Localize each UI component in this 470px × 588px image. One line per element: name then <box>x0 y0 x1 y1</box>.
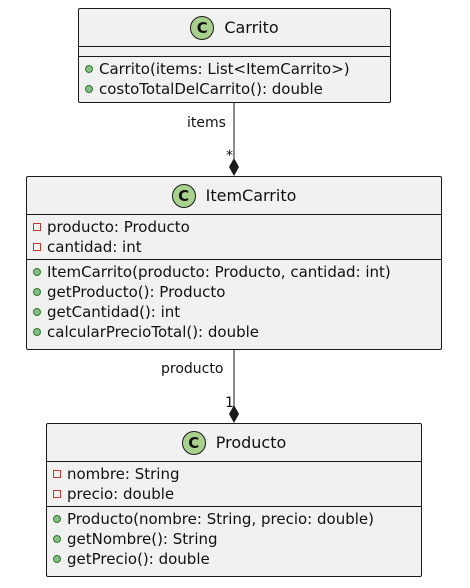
method-text: getPrecio(): double <box>67 550 210 568</box>
class-item-carrito[interactable]: C ItemCarrito producto: Producto cantidad: … <box>26 176 442 350</box>
public-visibility-icon <box>33 308 41 316</box>
method-text: getNombre(): String <box>67 530 218 548</box>
attribute-section <box>79 47 390 56</box>
attribute-row: precio: double <box>53 484 421 504</box>
method-row: getCantidad(): int <box>33 302 441 322</box>
method-section: Producto(nombre: String, precio: double)… <box>47 506 421 571</box>
public-visibility-icon <box>33 288 41 296</box>
public-visibility-icon <box>85 65 93 73</box>
attribute-text: producto: Producto <box>47 218 190 236</box>
multiplicity-label-items: * <box>226 148 233 164</box>
attribute-section: nombre: String precio: double <box>47 462 421 506</box>
method-row: costoTotalDelCarrito(): double <box>85 79 390 99</box>
class-name: ItemCarrito <box>205 186 297 205</box>
method-text: getCantidad(): int <box>47 303 181 321</box>
class-stereotype-icon: C <box>181 430 206 455</box>
class-header: C Producto <box>47 424 421 462</box>
method-row: Carrito(items: List<ItemCarrito>) <box>85 59 390 79</box>
role-label-items: items <box>187 115 226 131</box>
composition-diamond-producto <box>229 405 239 423</box>
private-visibility-icon <box>53 490 61 498</box>
method-text: Carrito(items: List<ItemCarrito>) <box>99 60 350 78</box>
method-row: Producto(nombre: String, precio: double) <box>53 509 421 529</box>
class-header: C Carrito <box>79 9 390 47</box>
method-row: getProducto(): Producto <box>33 282 441 302</box>
method-row: ItemCarrito(producto: Producto, cantidad… <box>33 262 441 282</box>
role-label-producto: producto <box>161 361 224 377</box>
attribute-row: nombre: String <box>53 464 421 484</box>
class-name: Producto <box>215 433 287 452</box>
private-visibility-icon <box>53 470 61 478</box>
attribute-row: producto: Producto <box>33 217 441 237</box>
method-row: getNombre(): String <box>53 529 421 549</box>
private-visibility-icon <box>33 243 41 251</box>
attribute-section: producto: Producto cantidad: int <box>27 215 441 259</box>
class-header: C ItemCarrito <box>27 177 441 215</box>
attribute-row: cantidad: int <box>33 237 441 257</box>
attribute-text: precio: double <box>67 485 175 503</box>
method-text: Producto(nombre: String, precio: double) <box>67 510 374 528</box>
public-visibility-icon <box>53 515 61 523</box>
method-text: costoTotalDelCarrito(): double <box>99 80 323 98</box>
composition-diamond-items <box>229 158 239 176</box>
method-section: ItemCarrito(producto: Producto, cantidad… <box>27 259 441 344</box>
method-row: calcularPrecioTotal(): double <box>33 322 441 342</box>
public-visibility-icon <box>85 85 93 93</box>
public-visibility-icon <box>33 328 41 336</box>
method-row: getPrecio(): double <box>53 549 421 569</box>
method-text: ItemCarrito(producto: Producto, cantidad… <box>47 263 391 281</box>
method-section: Carrito(items: List<ItemCarrito>) costoTo… <box>79 56 390 101</box>
public-visibility-icon <box>53 535 61 543</box>
method-text: getProducto(): Producto <box>47 283 226 301</box>
class-stereotype-icon: C <box>190 15 215 40</box>
multiplicity-label-producto: 1 <box>225 395 234 411</box>
method-text: calcularPrecioTotal(): double <box>47 323 260 341</box>
public-visibility-icon <box>33 268 41 276</box>
attribute-text: cantidad: int <box>47 238 142 256</box>
public-visibility-icon <box>53 555 61 563</box>
attribute-text: nombre: String <box>67 465 180 483</box>
class-stereotype-icon: C <box>171 183 196 208</box>
private-visibility-icon <box>33 223 41 231</box>
class-name: Carrito <box>224 18 279 37</box>
